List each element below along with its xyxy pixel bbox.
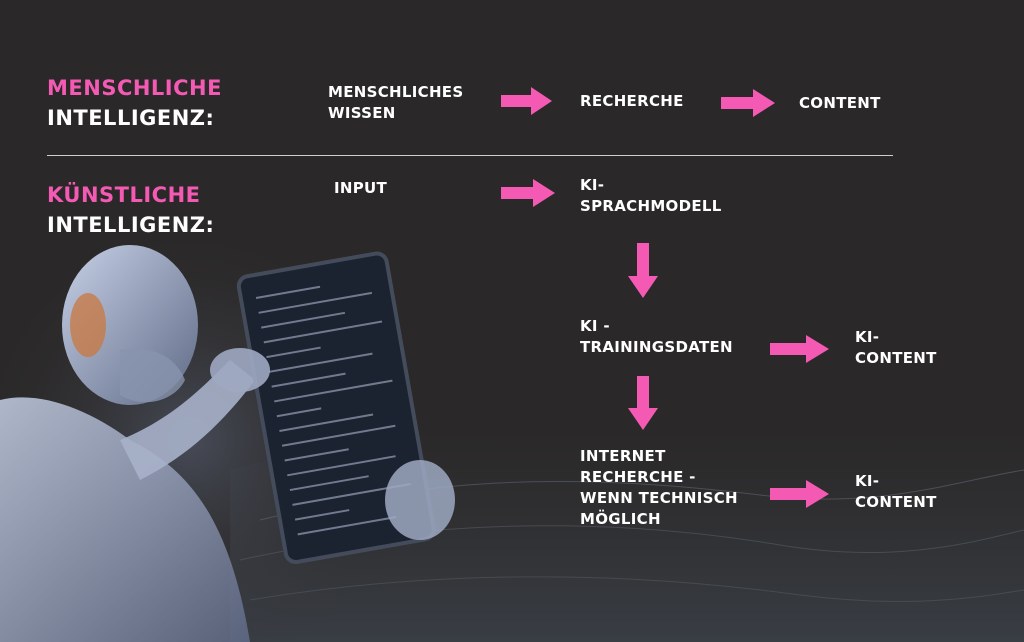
ai-heading-line2: INTELLIGENZ: (47, 213, 215, 237)
node-recherche: RECHERCHE (580, 92, 684, 110)
arrow-right-icon (770, 480, 829, 508)
human-heading-line2: INTELLIGENZ: (47, 106, 215, 130)
node-ki-content-1: KI- CONTENT (855, 328, 937, 367)
section-divider (47, 155, 893, 156)
node-content: CONTENT (799, 94, 881, 112)
arrow-down-icon (628, 243, 658, 298)
node-ki-trainingsdaten: KI - TRAININGSDATEN (580, 317, 733, 356)
node-ki-content-2: KI- CONTENT (855, 472, 937, 511)
tablet-device (236, 251, 436, 564)
node-internet-recherche: INTERNET RECHERCHE - WENN TECHNISCH MÖGL… (580, 447, 738, 528)
node-ki-sprachmodell: KI- SPRACHMODELL (580, 176, 722, 215)
arrow-right-icon (770, 335, 829, 363)
arrow-right-icon (501, 87, 552, 115)
arrow-down-icon (628, 376, 658, 430)
wave-line (249, 576, 1024, 602)
ai-heading-line1: KÜNSTLICHE (47, 183, 201, 207)
node-menschliches-wissen: MENSCHLICHES WISSEN (328, 83, 464, 122)
human-heading-line1: MENSCHLICHE (47, 76, 222, 100)
arrow-right-icon (501, 179, 555, 207)
robot-body (0, 397, 250, 642)
arrow-right-icon (721, 89, 775, 117)
node-input: INPUT (334, 179, 388, 197)
robot-arm (120, 360, 255, 480)
